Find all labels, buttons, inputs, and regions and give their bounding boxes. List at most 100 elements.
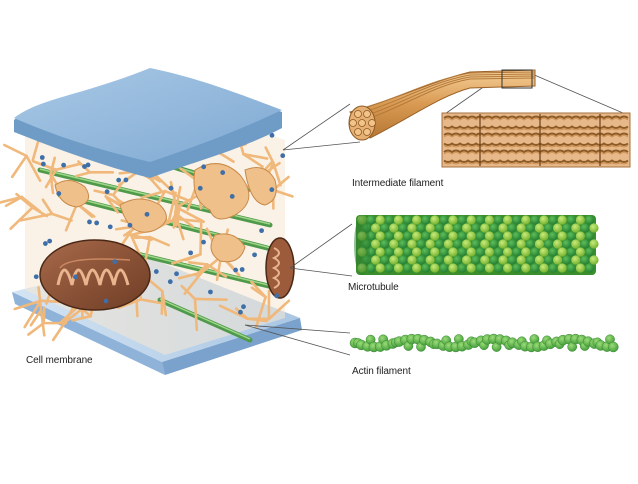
tubulin-subunit [589, 223, 598, 232]
tubulin-subunit [467, 263, 476, 272]
tubulin-subunit [485, 263, 494, 272]
tubulin-subunit [444, 223, 453, 232]
ribosome-dot [220, 170, 225, 175]
tubulin-subunit [503, 263, 512, 272]
tubulin-subunit [448, 231, 457, 240]
ribosome-dot [47, 239, 52, 244]
tubulin-subunit [430, 247, 439, 256]
tubulin-subunit [376, 247, 385, 256]
tubulin-subunit [385, 231, 394, 240]
ribosome-dot [154, 269, 159, 274]
tubulin-subunit [403, 231, 412, 240]
tubulin-subunit [412, 247, 421, 256]
tubulin-subunit [517, 239, 526, 248]
strand-end [364, 111, 371, 118]
tubulin-subunit [471, 239, 480, 248]
tubulin-subunit [517, 255, 526, 264]
strand-end [355, 111, 362, 118]
tubulin-subunit [458, 247, 467, 256]
tubulin-subunit [439, 263, 448, 272]
tubulin-subunit [467, 215, 476, 224]
tubulin-subunit [421, 263, 430, 272]
ribosome-dot [201, 164, 206, 169]
tubulin-subunit [494, 247, 503, 256]
tubulin-subunit [453, 255, 462, 264]
tubulin-subunit [412, 231, 421, 240]
ribosome-dot [169, 186, 174, 191]
ribosome-dot [201, 240, 206, 245]
tubulin-subunit [521, 247, 530, 256]
tubulin-subunit [494, 231, 503, 240]
cytoskeleton-filament [162, 291, 163, 314]
tubulin-subunit [530, 231, 539, 240]
cytoskeleton-filament [195, 299, 227, 300]
label-intermediate-filament: Intermediate filament [352, 178, 443, 189]
ribosome-dot [259, 228, 264, 233]
tubulin-subunit [376, 215, 385, 224]
tubulin-subunit [471, 223, 480, 232]
tubulin-subunit [403, 247, 412, 256]
tubulin-subunit [389, 223, 398, 232]
tubulin-subunit [512, 247, 521, 256]
tubulin-subunit [435, 223, 444, 232]
tubulin-subunit [498, 255, 507, 264]
actin-filament-illustration [350, 334, 618, 352]
ribosome-dot [104, 299, 109, 304]
tubulin-subunit [380, 239, 389, 248]
tubulin-subunit [544, 223, 553, 232]
tubulin-subunit [549, 247, 558, 256]
tubulin-subunit [571, 255, 580, 264]
tubulin-subunit [485, 215, 494, 224]
tubulin-subunit [485, 231, 494, 240]
ribosome-dot [198, 186, 203, 191]
tubulin-subunit [476, 263, 485, 272]
tubulin-subunit [507, 223, 516, 232]
tubulin-subunit [558, 263, 567, 272]
tubulin-subunit [539, 231, 548, 240]
tubulin-subunit [376, 231, 385, 240]
tubulin-subunit [521, 215, 530, 224]
label-actin-filament: Actin filament [352, 366, 411, 377]
ribosome-dot [94, 221, 99, 226]
tubulin-subunit [535, 255, 544, 264]
tubulin-subunit [371, 255, 380, 264]
ribosome-dot [56, 191, 61, 196]
ribosome-dot [108, 224, 113, 229]
tubulin-subunit [589, 255, 598, 264]
tubulin-subunit [558, 215, 567, 224]
tubulin-subunit [367, 215, 376, 224]
tubulin-subunit [503, 231, 512, 240]
tubulin-subunit [503, 215, 512, 224]
tubulin-subunit [412, 263, 421, 272]
tubulin-subunit [571, 239, 580, 248]
tubulin-subunit [385, 215, 394, 224]
tubulin-subunit [503, 247, 512, 256]
tubulin-subunit [567, 263, 576, 272]
tubulin-subunit [498, 239, 507, 248]
tubulin-subunit [421, 247, 430, 256]
tubulin-subunit [535, 223, 544, 232]
cytoskeleton-filament [195, 299, 197, 330]
label-cell-membrane: Cell membrane [26, 355, 93, 366]
tubulin-subunit [426, 223, 435, 232]
tubulin-subunit [562, 255, 571, 264]
tubulin-subunit [544, 255, 553, 264]
microtubule-end [354, 215, 370, 275]
tubulin-subunit [512, 231, 521, 240]
tubulin-subunit [530, 247, 539, 256]
strand-end [355, 129, 362, 136]
tubulin-subunit [489, 255, 498, 264]
tubulin-subunit [448, 215, 457, 224]
tubulin-subunit [385, 247, 394, 256]
tubulin-subunit [589, 239, 598, 248]
tubulin-subunit [553, 223, 562, 232]
tubulin-subunit [462, 239, 471, 248]
tubulin-subunit [458, 231, 467, 240]
mitochondrion [40, 240, 150, 310]
cytoskeleton-filament [44, 308, 45, 323]
label-microtubule: Microtubule [348, 282, 399, 293]
tubulin-subunit [567, 247, 576, 256]
tubulin-subunit [417, 239, 426, 248]
